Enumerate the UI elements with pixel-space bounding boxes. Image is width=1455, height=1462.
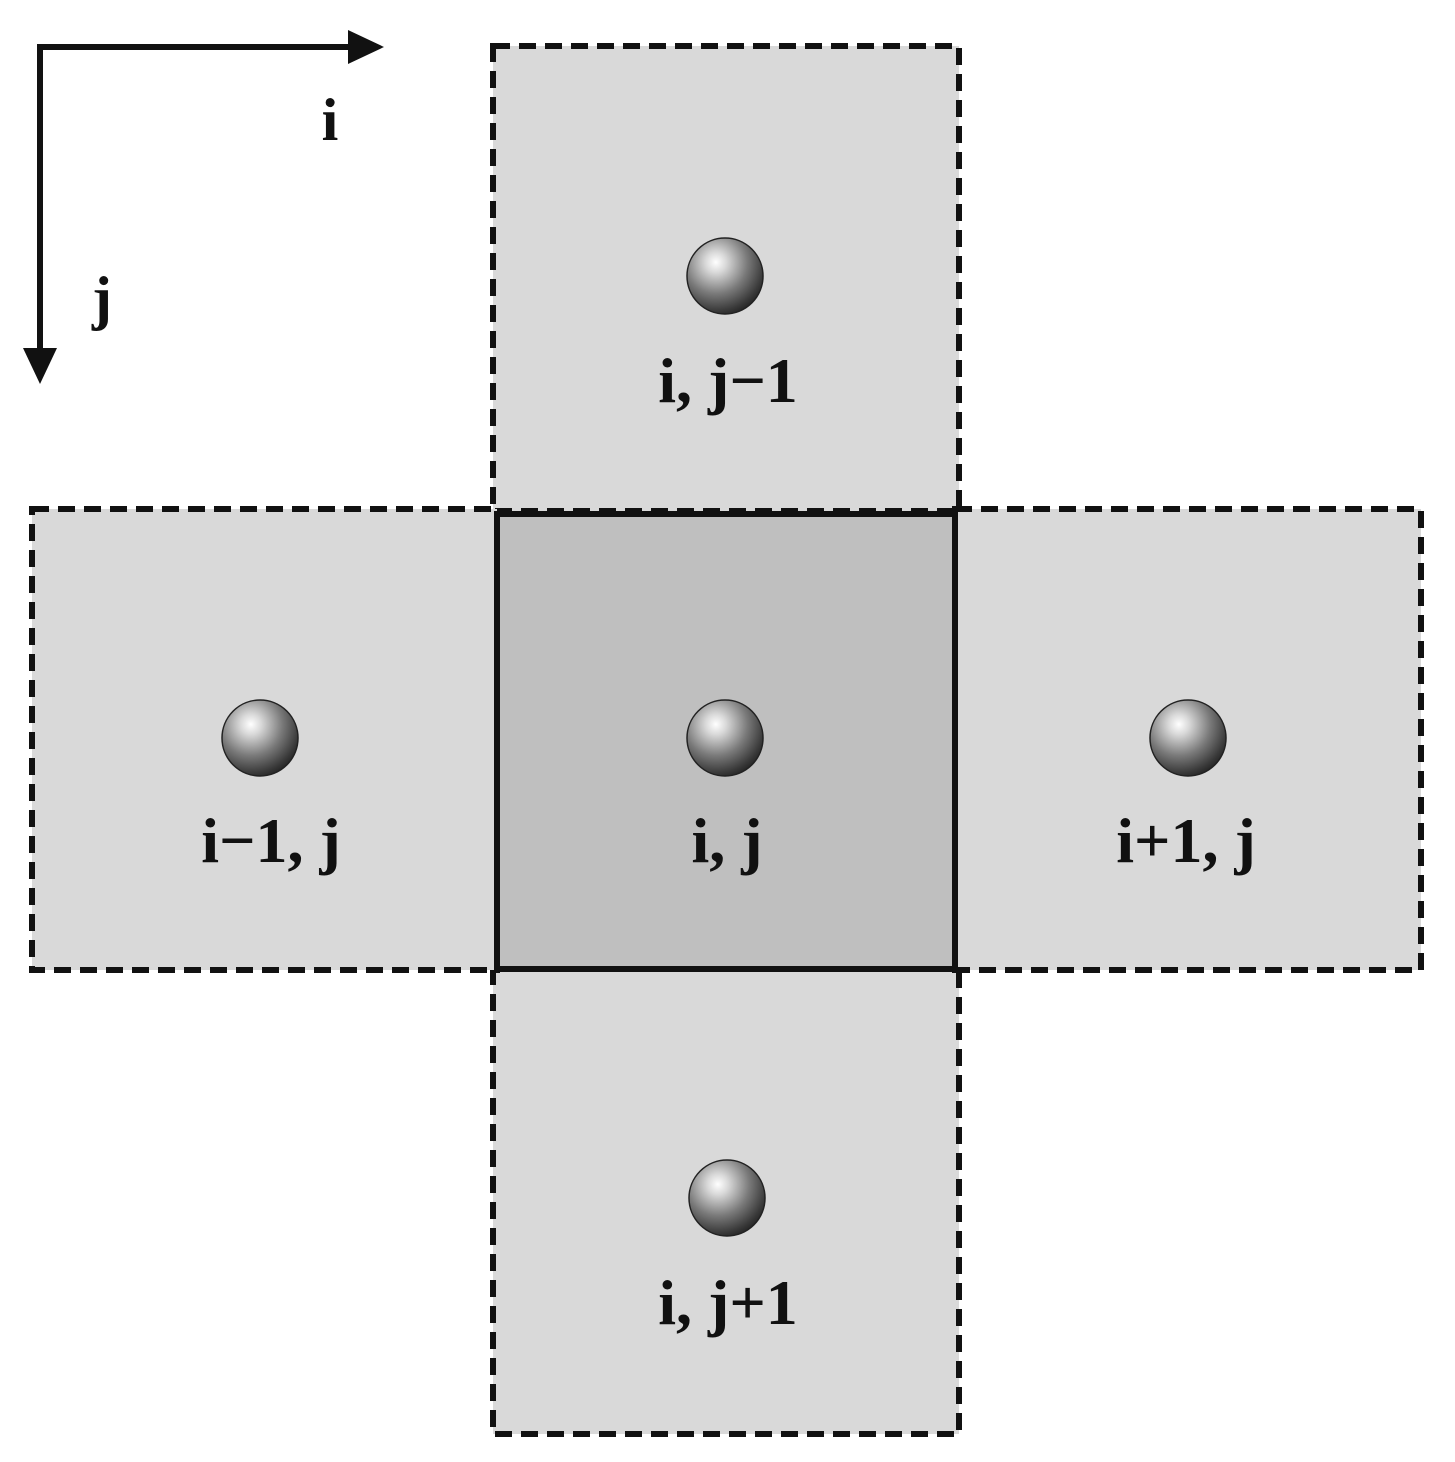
- i-axis-label: i: [322, 87, 339, 153]
- node-top-sphere-icon: [686, 237, 764, 315]
- label-right: i+1, j: [1116, 805, 1256, 876]
- i-axis-arrowhead-icon: [348, 30, 384, 64]
- j-axis-arrowhead-icon: [23, 348, 57, 384]
- label-bottom: i, j+1: [658, 1267, 798, 1338]
- axis-arrows: [23, 30, 384, 384]
- node-bottom-sphere-icon: [688, 1159, 766, 1237]
- node-left-sphere-icon: [221, 699, 299, 777]
- label-center: i, j: [691, 805, 762, 876]
- node-center-sphere-icon: [686, 699, 764, 777]
- label-left: i−1, j: [201, 805, 341, 876]
- node-right-sphere-icon: [1149, 699, 1227, 777]
- j-axis-label: j: [91, 265, 112, 331]
- label-top: i, j−1: [658, 345, 798, 416]
